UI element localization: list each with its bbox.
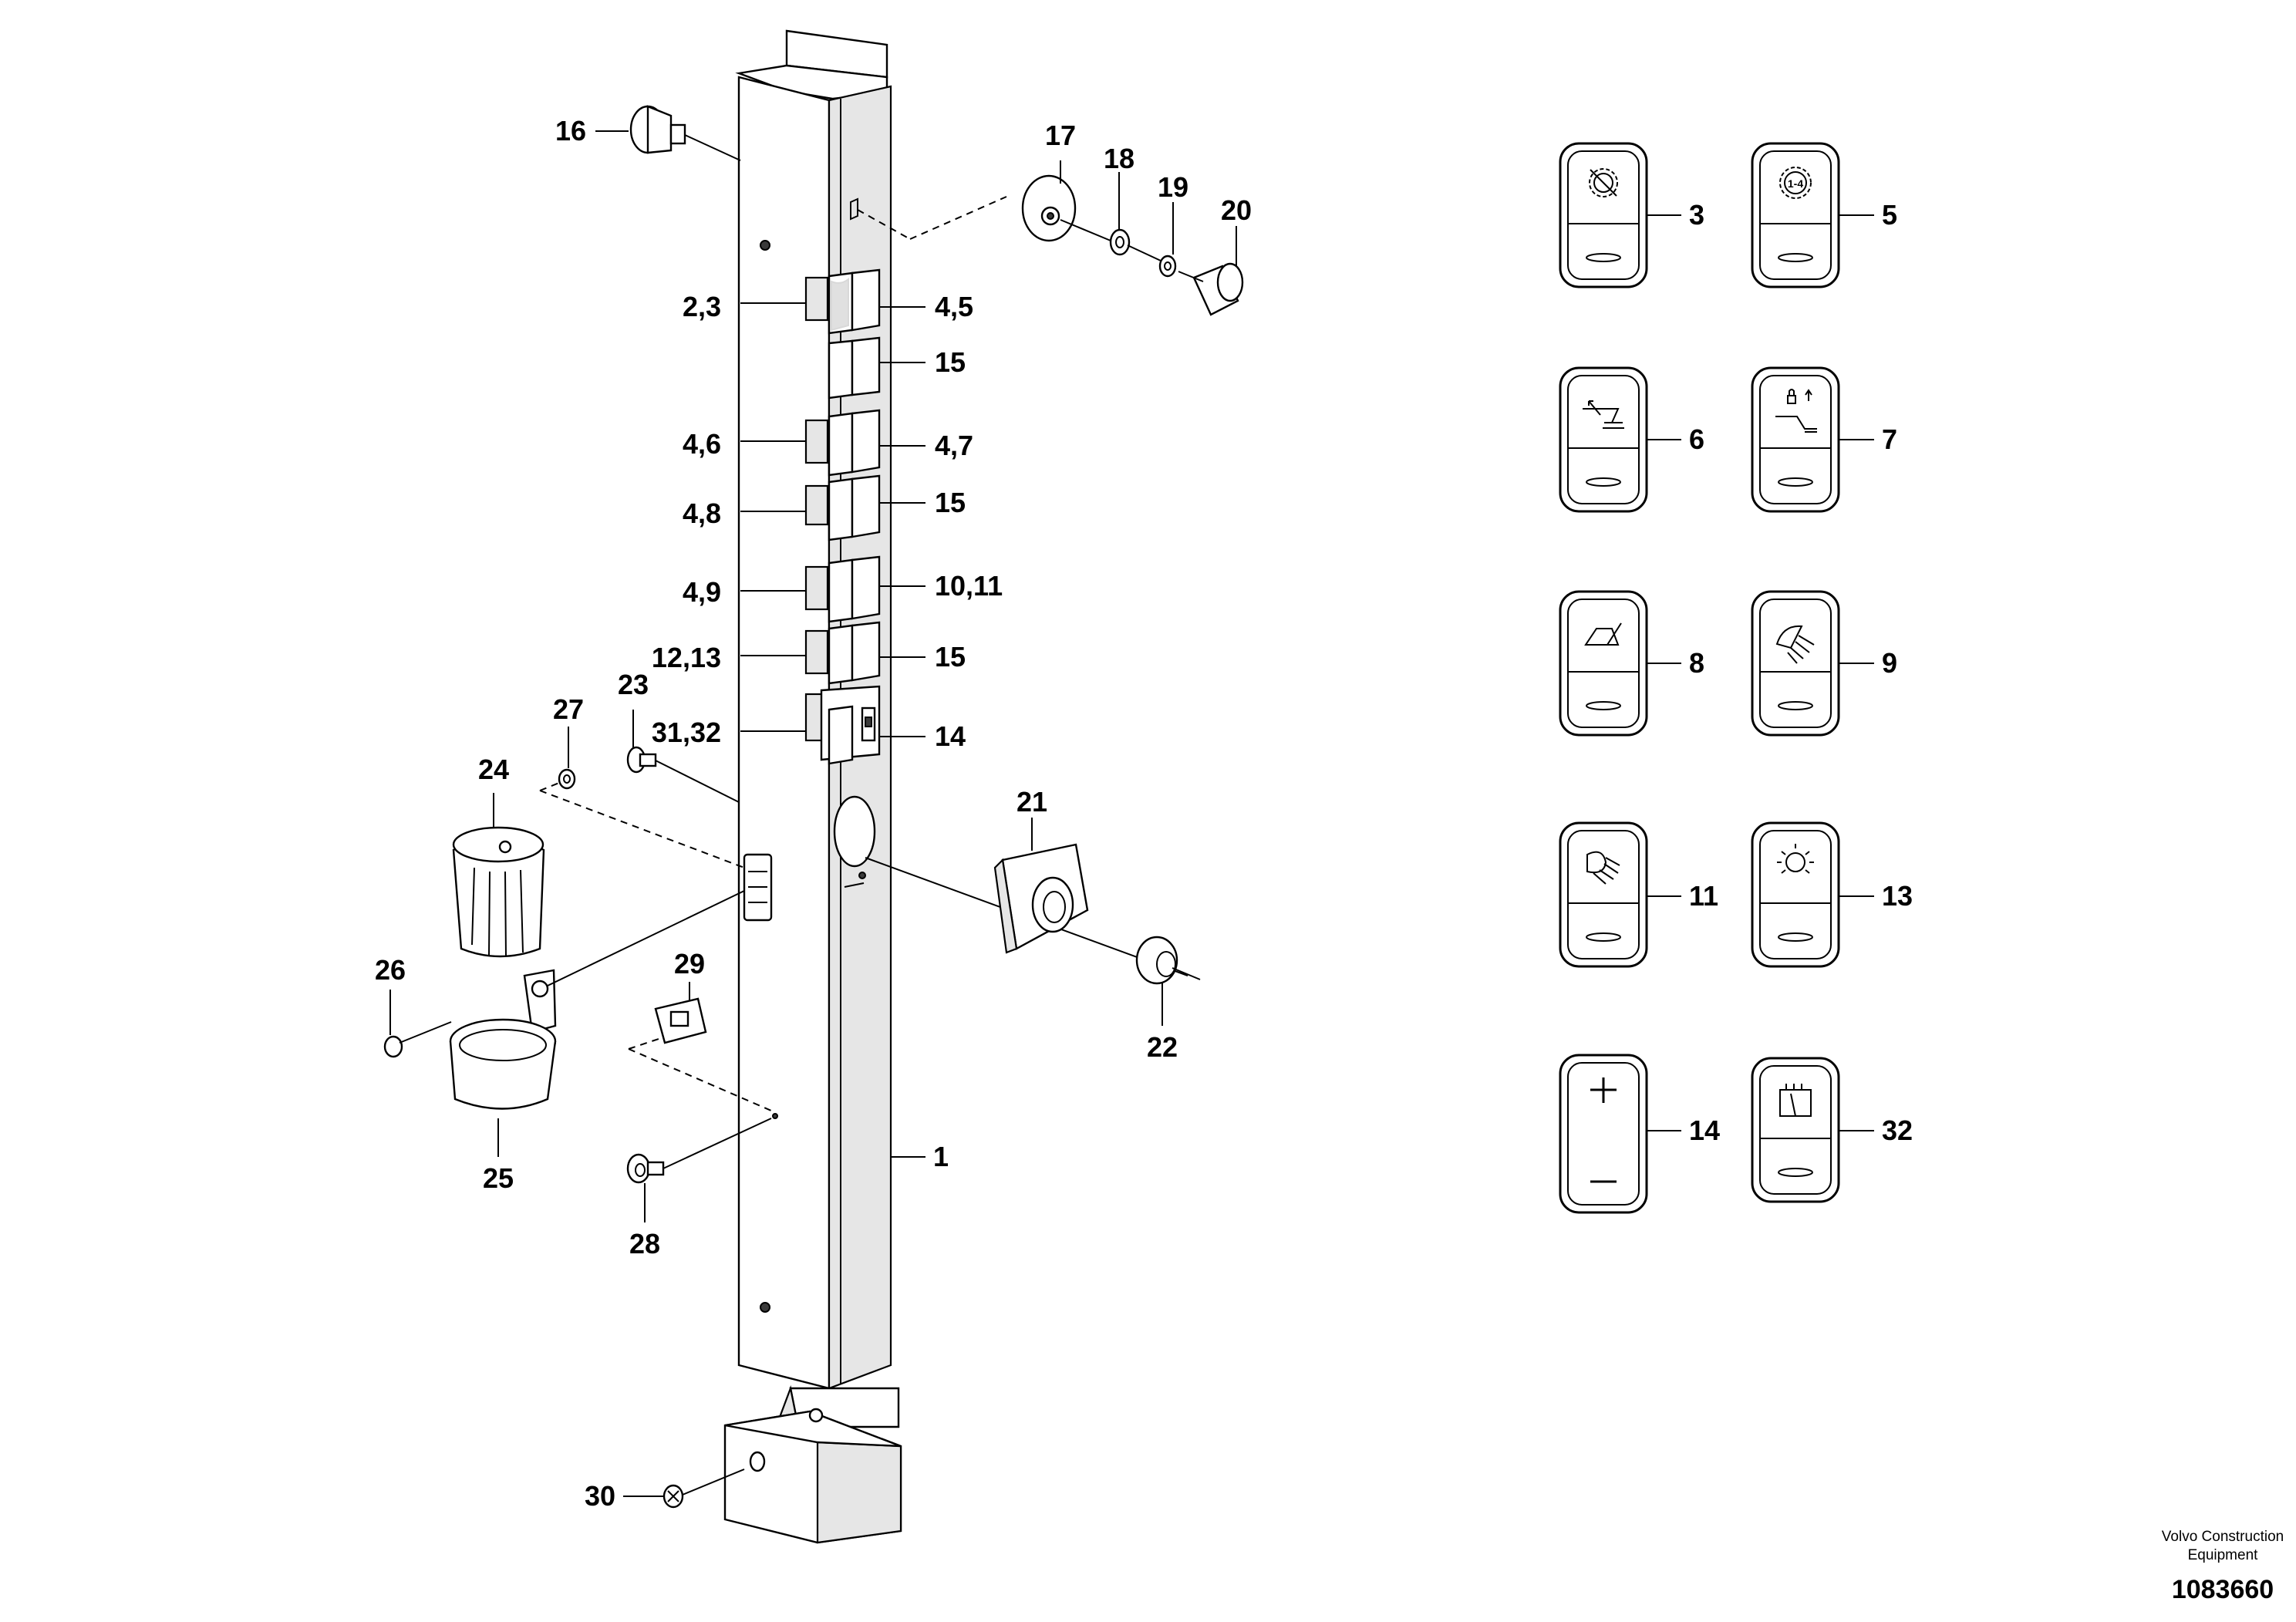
- screw-26: [383, 1021, 452, 1058]
- key-switch-assembly: [857, 174, 1244, 316]
- branding: Volvo Construction Equipment 1083660: [2162, 1529, 2284, 1604]
- switch-legend: 3 1-4 5: [1559, 142, 1913, 1214]
- callout-26: 26: [375, 954, 406, 986]
- switch-6-label: 6: [1689, 423, 1704, 455]
- leader-lines: [389, 130, 1237, 1497]
- callout-21: 21: [1017, 786, 1047, 818]
- switch-9: 9: [1751, 590, 1897, 737]
- screw-23: [626, 746, 740, 803]
- beacon-light-icon: [1777, 844, 1814, 874]
- lock-boom-icon: [1775, 389, 1817, 433]
- gear-off-icon: [1589, 168, 1618, 197]
- switch-13: 13: [1751, 821, 1913, 968]
- switch-7-label: 7: [1882, 423, 1897, 455]
- callout-29: 29: [674, 948, 705, 980]
- brand-line2: Equipment: [2188, 1547, 2259, 1563]
- bucket-level-icon: [1584, 622, 1622, 646]
- callout-15a: 15: [935, 346, 966, 378]
- callout-27: 27: [553, 693, 584, 725]
- switch-32: 32: [1751, 1057, 1913, 1203]
- callout-12-13: 12,13: [652, 642, 721, 673]
- callout-25: 25: [483, 1162, 514, 1194]
- plus-minus-rocker-icon: [1590, 1077, 1617, 1183]
- switch-3: 3: [1559, 142, 1704, 288]
- callout-17: 17: [1045, 120, 1076, 151]
- callout-22: 22: [1147, 1031, 1178, 1063]
- callout-4-8: 4,8: [683, 497, 721, 529]
- switch-6: 6: [1559, 366, 1704, 513]
- callout-28: 28: [629, 1228, 660, 1259]
- callout-19: 19: [1158, 171, 1188, 203]
- wiper-icon: [1779, 1084, 1812, 1117]
- screw-30: [663, 1469, 745, 1509]
- callout-2-3: 2,3: [683, 291, 721, 322]
- document-number: 1083660: [2172, 1575, 2274, 1604]
- switch-5: 1-4 5: [1751, 142, 1897, 288]
- clip-29: [628, 997, 772, 1111]
- knob-16: [629, 105, 741, 161]
- switch-14: 14: [1559, 1054, 1720, 1214]
- callout-31-32: 31,32: [652, 717, 721, 748]
- callout-4-9: 4,9: [683, 576, 721, 608]
- column-base: [723, 1385, 902, 1544]
- switch-3-label: 3: [1689, 199, 1704, 231]
- switch-8-label: 8: [1689, 647, 1704, 679]
- work-light-icon: [1775, 625, 1815, 664]
- callout-20: 20: [1221, 194, 1252, 226]
- callout-15c: 15: [935, 641, 966, 673]
- screw-28: [626, 1113, 778, 1184]
- callout-10-11: 10,11: [935, 570, 1003, 602]
- gear-1-4-icon: 1-4: [1779, 167, 1812, 199]
- callout-30: 30: [585, 1480, 615, 1512]
- cap-22: [1135, 936, 1201, 985]
- switch-8: 8: [1559, 590, 1704, 737]
- callout-16: 16: [555, 115, 586, 147]
- cup-holder-25: [449, 890, 745, 1110]
- boom-float-icon: [1583, 400, 1624, 429]
- callout-24: 24: [478, 754, 509, 785]
- callout-23: 23: [618, 669, 649, 700]
- gear-1-4-text: 1-4: [1788, 177, 1803, 190]
- callout-14: 14: [935, 720, 966, 752]
- switch-32-label: 32: [1882, 1114, 1913, 1146]
- switch-5-label: 5: [1882, 199, 1897, 231]
- switch-9-label: 9: [1882, 647, 1897, 679]
- switch-7: 7: [1751, 366, 1897, 513]
- callout-labels: 1 2,3 4,5 15 4,6 4,7 4,8 15 4,9 10,11 12…: [375, 115, 1252, 1512]
- ashtray-24: [452, 826, 545, 958]
- head-light-icon: [1586, 851, 1620, 885]
- callout-1: 1: [933, 1141, 949, 1172]
- switch-11-label: 11: [1689, 880, 1718, 912]
- callout-15b: 15: [935, 487, 966, 518]
- switch-14-label: 14: [1689, 1114, 1720, 1146]
- socket-21: [865, 843, 1188, 976]
- callout-18: 18: [1104, 143, 1135, 174]
- brand-line1: Volvo Construction: [2162, 1529, 2284, 1545]
- switch-13-label: 13: [1882, 880, 1913, 912]
- callout-4-6: 4,6: [683, 428, 721, 460]
- switch-bank: [804, 268, 881, 765]
- switch-11: 11: [1559, 821, 1718, 968]
- control-column: [735, 29, 892, 1390]
- callout-4-7: 4,7: [935, 430, 973, 461]
- callout-4-5: 4,5: [935, 291, 973, 322]
- nut-27: [539, 768, 745, 868]
